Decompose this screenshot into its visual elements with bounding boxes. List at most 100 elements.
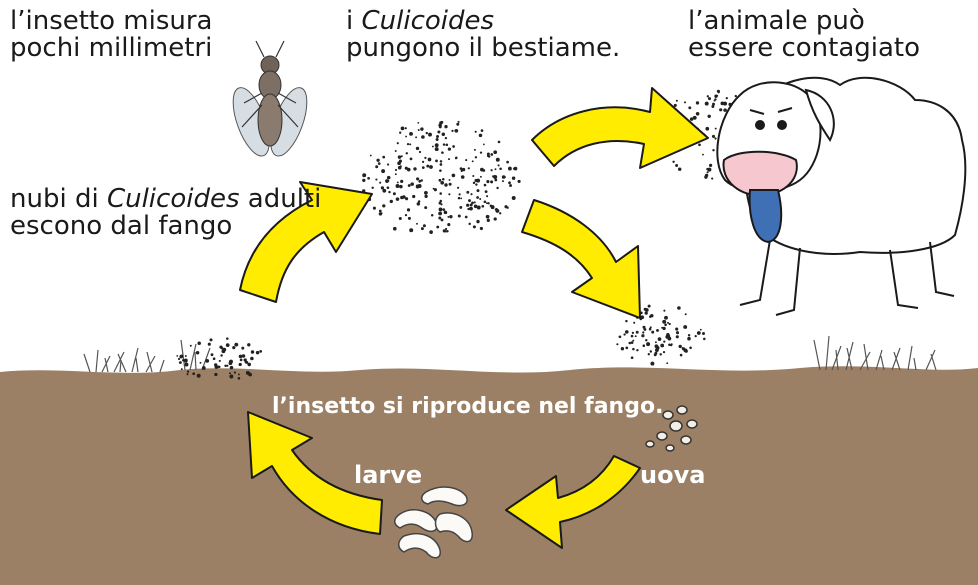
insect-size-line2: pochi millimetri: [10, 35, 213, 62]
swarm-dot: [688, 334, 690, 336]
swarm-dot: [454, 129, 458, 133]
swarm-dot: [703, 338, 706, 341]
arrow-down-right: [522, 200, 640, 318]
swarm-dot: [491, 205, 495, 209]
swarm-dot: [486, 180, 489, 183]
swarm-dot: [491, 169, 493, 171]
swarm-dot: [220, 354, 222, 356]
swarm-dot: [498, 164, 500, 166]
swarm-dot: [202, 366, 206, 370]
swarm-dot: [416, 177, 419, 180]
swarm-dot: [249, 373, 252, 376]
swarm-dot: [474, 201, 476, 203]
swarm-dot: [400, 180, 403, 183]
swarm-dot: [451, 130, 453, 132]
swarm-dot: [437, 130, 440, 133]
swarm-dot: [424, 157, 426, 159]
swarm-dot: [410, 158, 413, 161]
swarm-dot: [677, 306, 681, 310]
swarm-dot: [504, 176, 506, 178]
swarm-dot: [459, 206, 462, 209]
swarm-dot: [426, 165, 429, 168]
swarm-dot: [649, 315, 652, 318]
fly-icon: [226, 41, 315, 160]
clouds-line2: escono dal fango: [10, 213, 321, 240]
swarm-dot: [440, 181, 444, 185]
swarm-dot: [439, 169, 442, 172]
swarm-dot: [390, 200, 393, 203]
swarm-dot: [362, 173, 366, 177]
swarm-dot: [678, 167, 681, 170]
swarm-dot: [179, 361, 182, 364]
swarm-dot: [239, 355, 243, 359]
swarm-dot: [476, 196, 479, 199]
eggs-label: uova: [640, 462, 705, 489]
swarm-dot: [405, 136, 407, 138]
swarm-dot: [631, 341, 634, 344]
swarm-dot: [712, 135, 715, 138]
swarm-dot: [632, 340, 634, 342]
swarm-dot: [483, 143, 485, 145]
swarm-dot: [479, 198, 481, 200]
swarm-dot: [218, 365, 221, 368]
swarm-dot: [197, 374, 201, 378]
swarm-dot: [468, 167, 470, 169]
swarm-dot: [395, 173, 397, 175]
swarm-dot: [428, 133, 432, 137]
swarm-dot: [671, 343, 673, 345]
swarm-dot: [449, 183, 452, 186]
swarm-dot: [439, 192, 442, 195]
swarm-dot: [472, 160, 474, 162]
swarm-dot: [481, 205, 484, 208]
swarm-dot: [712, 103, 715, 106]
swarm-dot: [448, 193, 450, 195]
swarm-dot: [200, 362, 202, 364]
swarm-dot: [645, 339, 647, 341]
swarm-dot: [395, 150, 397, 152]
swarm-dot: [419, 151, 421, 153]
swarm-dot: [424, 195, 427, 198]
clouds-suffix: adulti: [240, 184, 322, 214]
swarm-dot: [664, 324, 667, 327]
swarm-dot: [452, 145, 455, 148]
swarm-dot: [659, 353, 661, 355]
bite-line2: pungono il bestiame.: [346, 35, 620, 62]
swarm-dot: [480, 151, 482, 153]
swarm-dot: [663, 351, 665, 353]
swarm-dot: [490, 180, 493, 183]
swarm-dot: [495, 209, 499, 213]
swarm-dot: [239, 363, 242, 366]
swarm-dot: [178, 358, 180, 360]
swarm-dot: [448, 147, 451, 150]
swarm-dot: [229, 372, 231, 374]
swarm-dot: [726, 97, 728, 99]
swarm-dot: [181, 368, 183, 370]
swarm-dot: [472, 175, 474, 177]
swarm-dot: [219, 360, 221, 362]
swarm-dot: [496, 187, 498, 189]
swarm-dot: [446, 230, 448, 232]
swarm-dot: [712, 149, 714, 151]
swarm-dot: [211, 353, 214, 356]
swarm-dot: [442, 133, 446, 137]
swarm-dot: [416, 223, 418, 225]
swarm-dot: [240, 359, 243, 362]
swarm-dot: [651, 331, 654, 334]
swarm-dot: [449, 215, 452, 218]
swarm-dot: [667, 322, 669, 324]
swarm-dot: [643, 344, 646, 347]
swarm-dot: [456, 123, 459, 126]
insect-swarm-icon: [362, 121, 521, 234]
clouds-species: Culicoides: [107, 184, 240, 214]
swarm-dot: [397, 142, 399, 144]
swarm-dot: [642, 331, 644, 333]
insect-size-label: l’insetto misura pochi millimetri: [10, 8, 213, 62]
swarm-dot: [408, 217, 411, 220]
swarm-dot: [668, 344, 671, 347]
swarm-dot: [486, 215, 490, 219]
swarm-dot: [711, 178, 713, 180]
swarm-dot: [375, 179, 377, 181]
swarm-dot: [708, 97, 711, 100]
swarm-dot: [373, 207, 376, 210]
swarm-dot: [518, 180, 521, 183]
